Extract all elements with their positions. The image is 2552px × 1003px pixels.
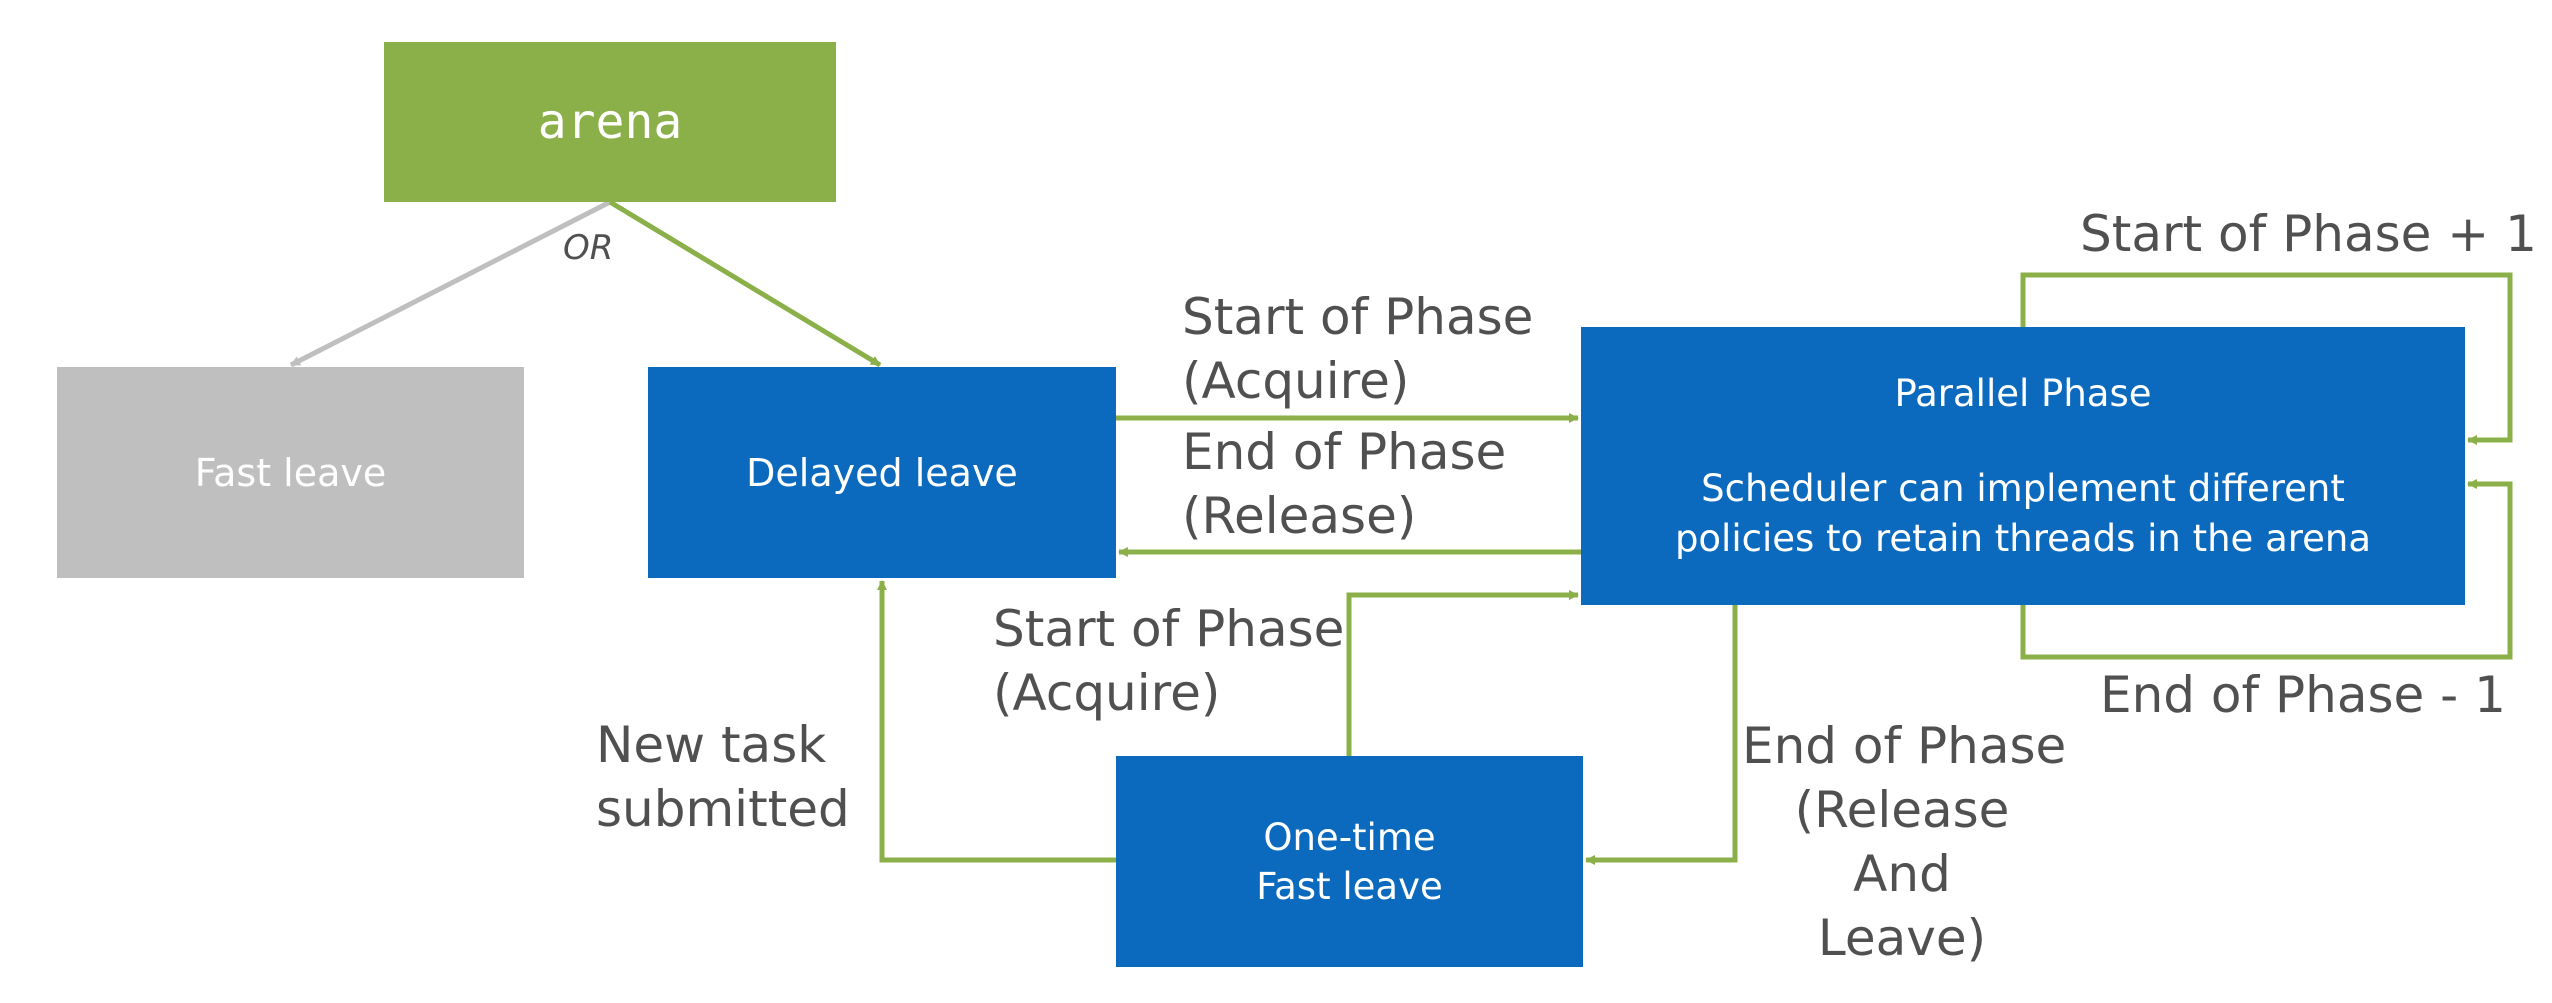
end-phase-leave-line1: End of Phase (1742, 717, 2067, 775)
new-task-label: New task submitted (596, 713, 850, 841)
start-phase-top-line2: (Acquire) (1182, 352, 1410, 410)
start-phase-bottom-line1: Start of Phase (993, 600, 1345, 658)
edge-phase-plus (2020, 272, 2513, 445)
parallel-phase-node: Parallel Phase Scheduler can implement d… (1581, 327, 2465, 605)
arena-node: arena (384, 42, 836, 202)
edge-end-phase-leave (1585, 605, 1738, 865)
one-time-fast-leave-node: One-time Fast leave (1116, 756, 1583, 967)
edge-phase-minus (2020, 479, 2513, 660)
or-label: OR (563, 228, 614, 268)
parallel-phase-title: Parallel Phase (1894, 371, 2152, 415)
edge-start-phase-bottom (1346, 590, 1579, 756)
end-phase-leave-line2: (Release (1794, 781, 2010, 839)
one-time-line1: One-time (1263, 815, 1436, 859)
arena-label: arena (537, 94, 683, 150)
edge-arena-fast-leave (289, 199, 612, 368)
delayed-leave-node: Delayed leave (648, 367, 1116, 578)
start-phase-top-label: Start of Phase (Acquire) (1182, 285, 1533, 413)
start-phase-bottom-label: Start of Phase (Acquire) (993, 597, 1344, 725)
edge-new-task (877, 580, 1116, 863)
start-phase-bottom-line2: (Acquire) (993, 664, 1221, 722)
end-phase-leave-label: End of Phase (Release And Leave) (1742, 714, 2067, 970)
parallel-phase-desc-line2: policies to retain threads in the arena (1674, 516, 2372, 560)
new-task-line2: submitted (596, 780, 850, 838)
edge-arena-delayed-leave (608, 199, 882, 368)
start-phase-top-line1: Start of Phase (1182, 288, 1534, 346)
phase-minus-one-label: End of Phase - 1 (2100, 666, 2506, 724)
new-task-line1: New task (596, 716, 827, 774)
phase-plus-one-label: Start of Phase + 1 (2080, 205, 2537, 263)
fast-leave-label: Fast leave (194, 450, 387, 495)
fast-leave-node: Fast leave (57, 367, 524, 578)
end-phase-line1: End of Phase (1182, 423, 1507, 481)
parallel-phase-desc-line1: Scheduler can implement different (1701, 466, 2345, 510)
end-phase-line2: (Release) (1182, 487, 1417, 545)
end-phase-label: End of Phase (Release) (1182, 420, 1506, 548)
end-phase-leave-line4: Leave) (1817, 909, 1987, 967)
delayed-leave-label: Delayed leave (746, 450, 1018, 495)
one-time-line2: Fast leave (1256, 864, 1443, 908)
end-phase-leave-line3: And (1853, 845, 1951, 903)
